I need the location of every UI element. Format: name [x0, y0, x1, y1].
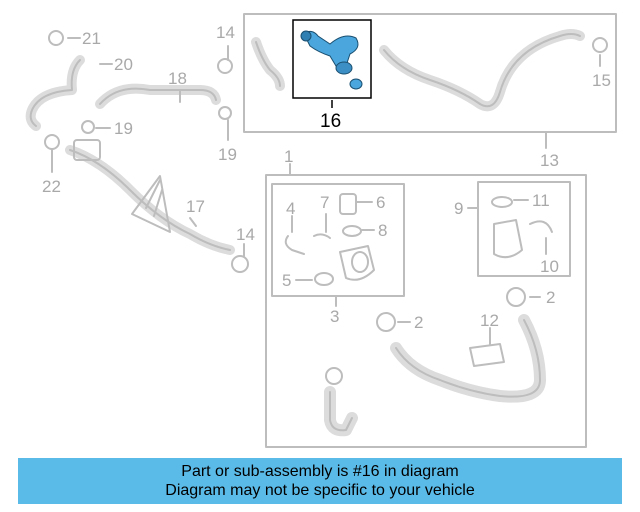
clamp-19-left [81, 120, 95, 134]
callout-7: 7 [320, 193, 329, 212]
callout-19-left: 19 [114, 119, 133, 138]
o-ring-11 [491, 196, 513, 208]
hose-18 [95, 83, 221, 109]
clip-7 [313, 233, 331, 239]
callout-14-upper: 14 [216, 23, 235, 42]
callout-1: 1 [284, 147, 293, 166]
hose-lower [390, 314, 546, 403]
hose-elbow [324, 386, 358, 437]
clamp-14-lower [231, 255, 249, 273]
callout-14-lower: 14 [236, 225, 255, 244]
callout-20: 20 [114, 55, 133, 74]
callout-5: 5 [282, 271, 291, 290]
clamp-2-center [376, 312, 396, 332]
group-box-13 [243, 13, 617, 133]
banner-line-1: Part or sub-assembly is #16 in diagram [181, 463, 459, 480]
callout-6: 6 [376, 193, 385, 212]
banner-line-2: Diagram may not be specific to your vehi… [165, 482, 475, 499]
hose-20 [25, 55, 85, 131]
part-16-highlighted [300, 30, 363, 90]
highlight-box-16 [292, 19, 372, 99]
callout-21: 21 [82, 29, 101, 48]
sensor-6 [339, 193, 357, 215]
clamp-elbow [325, 367, 343, 385]
info-banner: Part or sub-assembly is #16 in diagram D… [18, 458, 622, 504]
callout-2-center: 2 [414, 313, 423, 332]
clamp-2-right [506, 287, 526, 307]
seal-4 [284, 235, 305, 255]
clamp-15 [592, 37, 608, 53]
callout-19-right: 19 [218, 145, 237, 164]
housing-3 [339, 245, 375, 281]
hose-13 [379, 29, 585, 112]
fitting-22 [73, 139, 101, 161]
parts-diagram: 1 2 2 3 4 5 6 7 8 9 10 11 12 13 14 14 15… [25, 13, 617, 448]
pipe-17 [65, 145, 235, 255]
callout-15: 15 [592, 71, 611, 90]
clamp-22 [44, 134, 60, 150]
clip-10 [529, 220, 553, 233]
hose-14-upper [251, 37, 285, 91]
callout-10: 10 [540, 257, 559, 276]
callout-2-right: 2 [546, 288, 555, 307]
housing-9 [493, 219, 523, 259]
callout-12: 12 [480, 311, 499, 330]
group-box-3 [271, 183, 405, 297]
group-box-9 [477, 181, 571, 277]
callout-3: 3 [330, 307, 339, 326]
bracket-12 [469, 343, 505, 367]
callout-13: 13 [540, 151, 559, 170]
callout-16: 16 [320, 111, 341, 132]
clamp-14-top [217, 58, 233, 74]
group-box-1 [265, 174, 587, 448]
callout-9: 9 [454, 199, 463, 218]
callout-11: 11 [532, 191, 550, 210]
callout-8: 8 [378, 221, 387, 240]
o-ring-8 [342, 225, 362, 237]
o-ring-5 [314, 272, 334, 286]
callout-18: 18 [168, 69, 187, 88]
clamp-19-right [218, 106, 232, 120]
callout-4: 4 [286, 199, 295, 218]
clamp-21 [48, 30, 64, 46]
callout-17: 17 [186, 197, 205, 216]
callout-22: 22 [42, 177, 61, 196]
